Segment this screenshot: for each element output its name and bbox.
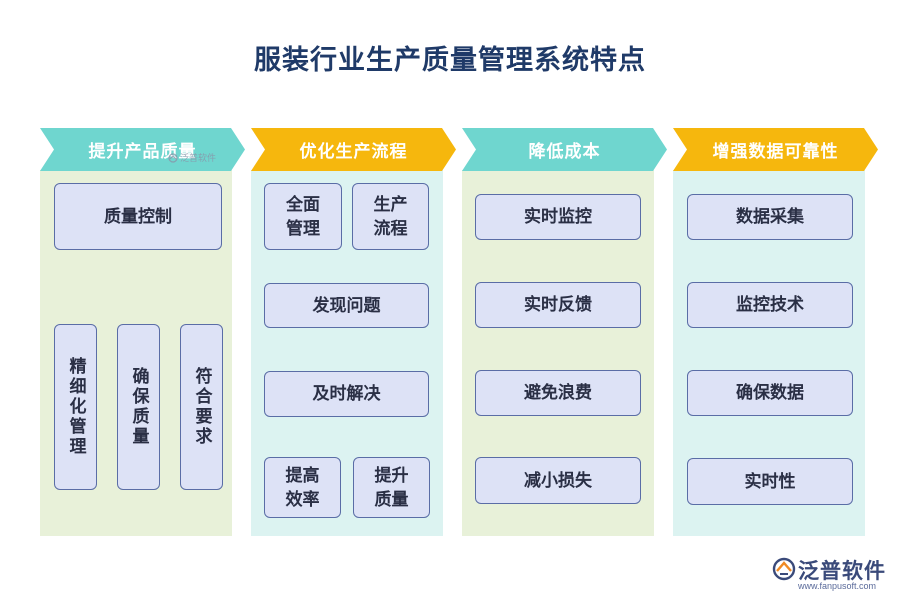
feature-box: 精细化管理 [54, 324, 97, 490]
brand-logo-icon [772, 557, 796, 581]
feature-label: 全面管理 [286, 194, 320, 239]
watermark-small-text: 泛普软件 [180, 154, 217, 164]
feature-box: 实时监控 [475, 194, 641, 240]
feature-label: 提高效率 [285, 465, 320, 510]
feature-box: 确保数据 [687, 370, 853, 416]
feature-box: 确保质量 [117, 324, 160, 490]
feature-box: 监控技术 [687, 282, 853, 328]
column-3-header: 降低成本 [462, 128, 667, 171]
feature-box: 生产流程 [352, 183, 429, 250]
feature-label: 提升质量 [374, 465, 409, 510]
feature-box: 实时反馈 [475, 282, 641, 328]
feature-box: 质量控制 [54, 183, 222, 250]
feature-box: 数据采集 [687, 194, 853, 240]
feature-box: 减小损失 [475, 457, 641, 504]
brand-logo-icon [168, 152, 178, 163]
column-2-header: 优化生产流程 [251, 128, 456, 171]
column-4-header: 增强数据可靠性 [673, 128, 878, 171]
feature-box: 发现问题 [264, 283, 429, 328]
feature-box: 实时性 [687, 458, 853, 505]
feature-box: 及时解决 [264, 371, 429, 417]
feature-box: 避免浪费 [475, 370, 641, 416]
brand-logo: 泛普软件 www.fanpusoft.com [772, 555, 894, 595]
watermark-small: 泛普软件 [168, 151, 216, 164]
column-1-header: 提升产品质量 [40, 128, 245, 171]
feature-box: 符合要求 [180, 324, 223, 490]
brand-name: 泛普软件 [798, 559, 886, 583]
feature-box: 提升质量 [353, 457, 430, 518]
feature-box: 全面管理 [264, 183, 342, 250]
brand-url: www.fanpusoft.com [798, 581, 877, 591]
page-title: 服装行业生产质量管理系统特点 [254, 45, 646, 76]
feature-box: 提高效率 [264, 457, 341, 518]
feature-label: 生产流程 [373, 194, 408, 239]
